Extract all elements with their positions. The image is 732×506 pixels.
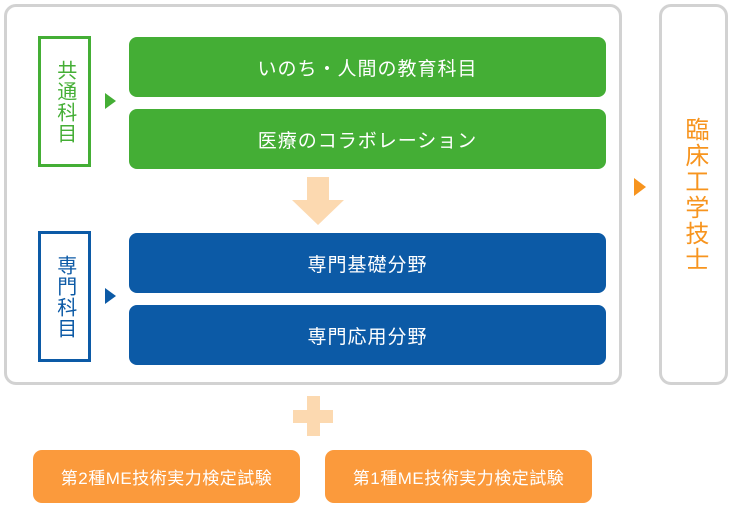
triangle-right-icon-common (105, 93, 116, 109)
outcome-label-clinical-engineer: 臨床工学技士 (680, 116, 708, 273)
course-bar: いのち・人間の教育科目 (129, 37, 606, 97)
curriculum-panel: 共通科目 専門科目 いのち・人間の教育科目 医療のコラボレーション 専門基礎分野… (4, 4, 622, 385)
outcome-panel: 臨床工学技士 (659, 4, 728, 385)
course-bar: 専門基礎分野 (129, 233, 606, 293)
triangle-right-icon-specialized (105, 288, 116, 304)
outcome-label-wrapper: 臨床工学技士 (662, 7, 725, 382)
exam-box-me-grade-1: 第1種ME技術実力検定試験 (325, 450, 592, 503)
course-bar: 専門応用分野 (129, 305, 606, 365)
triangle-right-icon-outcome (634, 178, 646, 196)
arrow-down-icon (292, 177, 344, 225)
exam-box-me-grade-2: 第2種ME技術実力検定試験 (33, 450, 300, 503)
category-box-common-subjects: 共通科目 (38, 36, 91, 167)
plus-icon-vertical-bar (307, 396, 320, 436)
category-label-common-subjects: 共通科目 (53, 59, 76, 144)
category-label-specialized-subjects: 専門科目 (53, 254, 76, 339)
category-box-specialized-subjects: 専門科目 (38, 231, 91, 362)
course-bar: 医療のコラボレーション (129, 109, 606, 169)
plus-icon (293, 396, 333, 436)
